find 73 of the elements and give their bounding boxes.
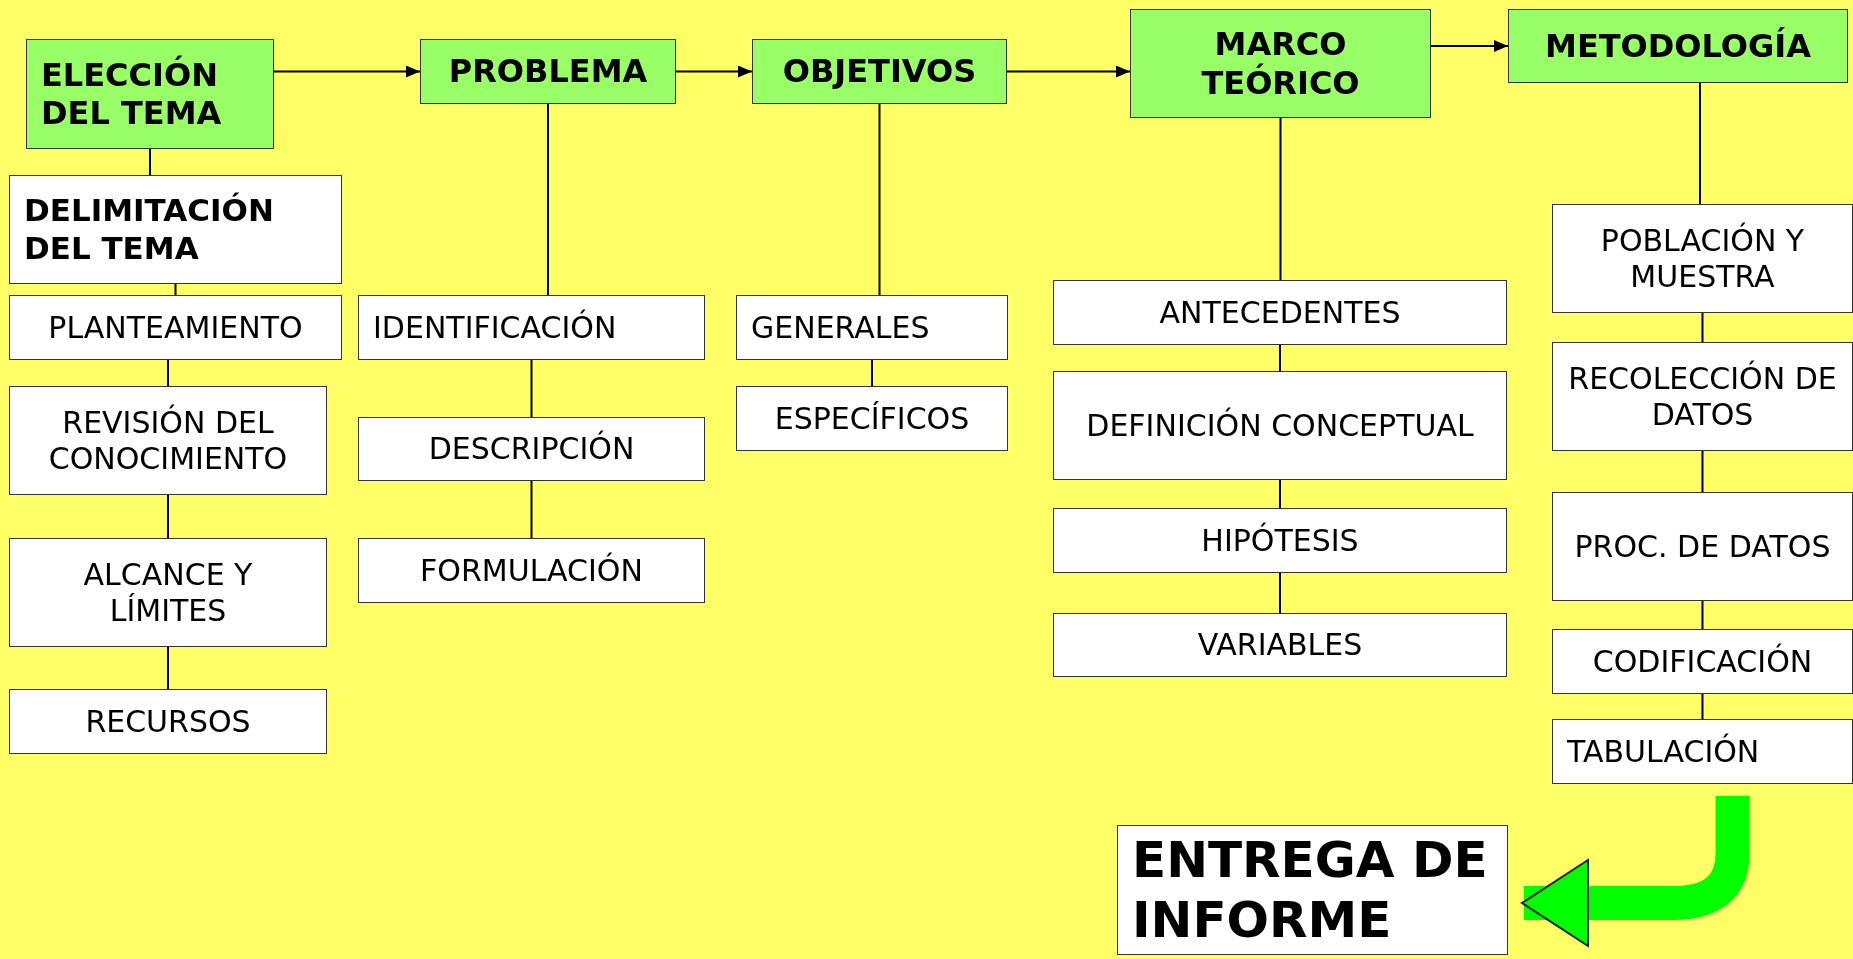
heading-text: MARCO TEÓRICO	[1200, 25, 1361, 102]
heading-text: METODOLOGÍA	[1544, 26, 1812, 66]
step-label: DESCRIPCIÓN	[427, 431, 636, 467]
step-box	[1552, 629, 1853, 694]
heading-box	[26, 39, 274, 149]
heading-text: ELECCIÓN DEL TEMA	[41, 55, 223, 133]
connector-line	[1701, 312, 1704, 343]
step-box	[1053, 508, 1507, 573]
step-label: DEFINICIÓN CONCEPTUAL	[1085, 407, 1475, 444]
step-label: FORMULACIÓN	[419, 552, 644, 589]
connector-line	[547, 103, 549, 296]
connector-line	[167, 359, 169, 387]
step-label: ENTREGA DE INFORME	[1132, 830, 1489, 950]
connector-line	[167, 646, 169, 690]
step-label: RECOLECCIÓN DE DATOS	[1567, 360, 1838, 433]
step-label: ALCANCE Y LÍMITES	[82, 556, 254, 629]
step-box	[9, 295, 342, 360]
step-label: ESPECÍFICOS	[773, 400, 971, 437]
step-box	[1552, 719, 1853, 784]
arrow	[1006, 65, 1131, 78]
step-box	[9, 175, 342, 284]
connector-line	[1701, 600, 1704, 630]
step-label: IDENTIFICACIÓN	[373, 309, 618, 346]
heading-text: PROBLEMA	[447, 52, 649, 91]
step-label: RECURSOS	[84, 703, 252, 740]
step-label: ANTECEDENTES	[1158, 294, 1402, 331]
heading-box	[752, 39, 1007, 104]
step-box	[1552, 492, 1853, 601]
step-box	[9, 538, 327, 647]
step-label: CODIFICACIÓN	[1591, 643, 1814, 680]
step-label: GENERALES	[751, 309, 931, 346]
step-box	[358, 417, 705, 481]
step-label: HIPÓTESIS	[1200, 522, 1360, 559]
step-label: DELIMITACIÓN DEL TEMA	[24, 192, 275, 267]
connector-line	[878, 103, 881, 296]
connector-line	[1279, 479, 1281, 509]
heading-box	[420, 39, 676, 104]
connector-line	[530, 480, 533, 539]
arrow	[273, 65, 421, 78]
connector-line	[1701, 450, 1704, 493]
step-label: TABULACIÓN	[1567, 733, 1761, 770]
result-box	[1117, 825, 1508, 955]
step-box	[1053, 371, 1507, 480]
step-box	[736, 295, 1008, 360]
connector-line	[530, 359, 533, 418]
heading-text: OBJETIVOS	[781, 52, 978, 91]
step-box	[736, 386, 1008, 451]
step-box	[358, 295, 705, 360]
step-box	[9, 689, 327, 754]
step-box	[1552, 204, 1853, 313]
step-label: REVISIÓN DEL CONOCIMIENTO	[47, 404, 289, 477]
connector-line	[1279, 117, 1282, 281]
heading-box	[1130, 9, 1431, 118]
arrow	[675, 65, 753, 78]
arrow	[1430, 40, 1509, 52]
step-label: POBLACIÓN Y MUESTRA	[1599, 222, 1806, 295]
connector-line	[149, 148, 151, 176]
heading-box	[1508, 9, 1848, 83]
connector-line	[1699, 82, 1701, 205]
step-label: PLANTEAMIENTO	[47, 309, 304, 346]
connector-line	[167, 494, 169, 539]
connector-line	[1279, 344, 1281, 372]
step-box	[1053, 613, 1507, 677]
step-box	[9, 386, 327, 495]
connector-line	[871, 359, 873, 387]
step-label: PROC. DE DATOS	[1573, 528, 1832, 565]
step-box	[1552, 342, 1853, 451]
connector-line	[174, 283, 177, 296]
connector-line	[1701, 693, 1704, 720]
step-label: VARIABLES	[1196, 627, 1364, 663]
connector-line	[1279, 572, 1281, 614]
step-box	[1053, 280, 1507, 345]
step-box	[358, 538, 705, 603]
